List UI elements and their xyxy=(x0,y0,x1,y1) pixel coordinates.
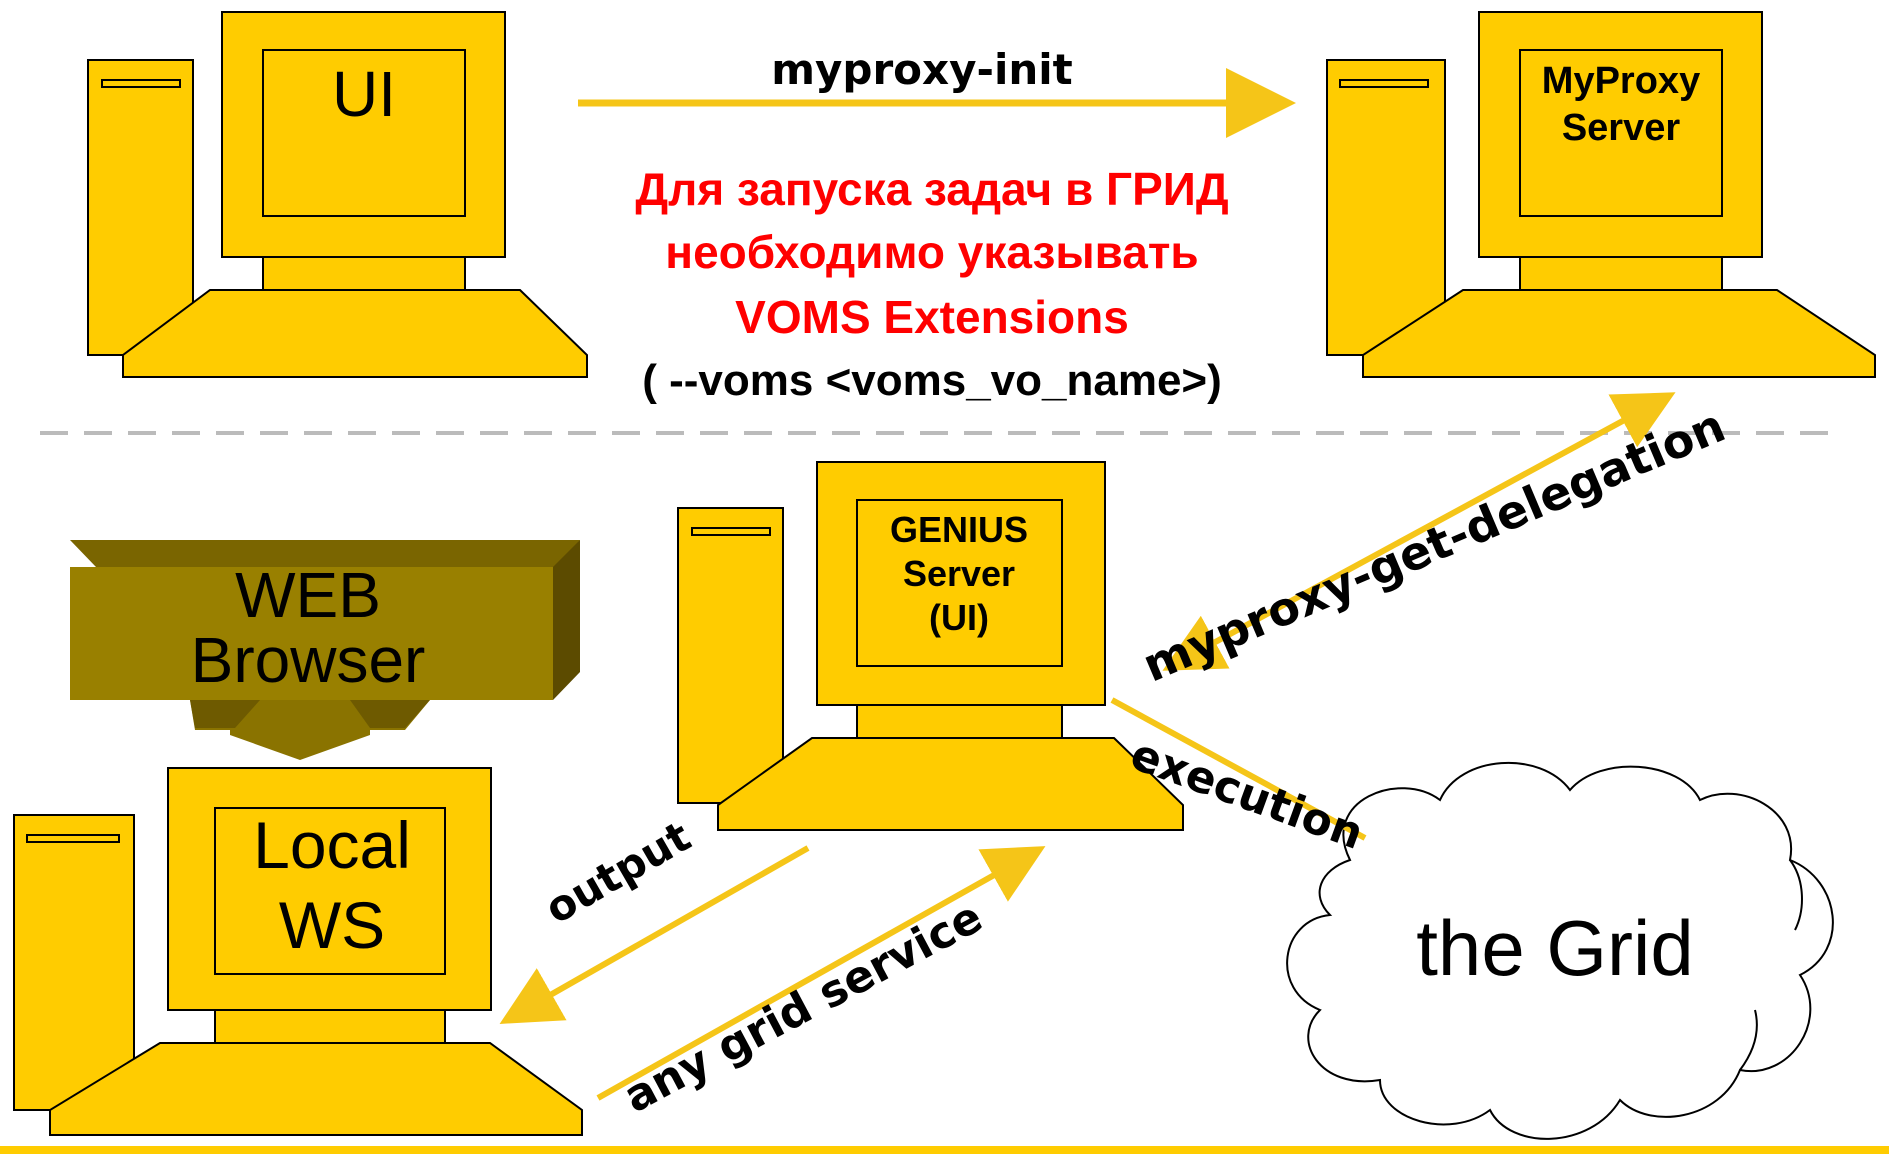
output-arrow xyxy=(499,845,810,1024)
note-line4: ( --voms <voms_vo_name>) xyxy=(642,356,1222,405)
execution-line xyxy=(1110,697,1367,841)
note-line1: Для запуска задач в ГРИД xyxy=(635,163,1228,215)
genius-server-label-line1: GENIUS xyxy=(890,509,1028,550)
myproxy-init-label: myproxy-init xyxy=(771,45,1072,94)
note-line3: VOMS Extensions xyxy=(735,291,1129,343)
any-grid-service-arrow xyxy=(596,846,1046,1101)
genius-server-label-line2: Server xyxy=(903,553,1015,594)
myproxy-get-delegation-arrow xyxy=(1162,392,1676,671)
myproxy-server-label-line2: Server xyxy=(1562,107,1681,149)
grid-label: the Grid xyxy=(1416,904,1693,992)
grid-cloud: the Grid xyxy=(1286,761,1834,1140)
web-browser-block: WEB Browser xyxy=(70,540,580,760)
web-browser-label-line1: WEB xyxy=(235,559,381,631)
ui-label: UI xyxy=(332,58,396,130)
note-line2: необходимо указывать xyxy=(665,226,1198,278)
local-ws-label-line2: WS xyxy=(279,888,385,962)
local-ws-label-line1: Local xyxy=(253,808,411,882)
ui-computer: UI xyxy=(87,11,588,378)
myproxy-server-label-line1: MyProxy xyxy=(1542,60,1700,102)
genius-server-label-line3: (UI) xyxy=(929,597,989,638)
web-browser-label-line2: Browser xyxy=(191,624,426,696)
myproxy-get-delegation-label: myproxy-get-delegation xyxy=(1135,398,1733,692)
genius-server-computer: GENIUS Server (UI) xyxy=(677,461,1184,831)
myproxy-server-computer: MyProxy Server xyxy=(1326,11,1876,378)
local-ws-computer: Local WS xyxy=(13,767,583,1136)
output-label: output xyxy=(537,812,699,934)
bottom-rule xyxy=(0,1146,1889,1154)
